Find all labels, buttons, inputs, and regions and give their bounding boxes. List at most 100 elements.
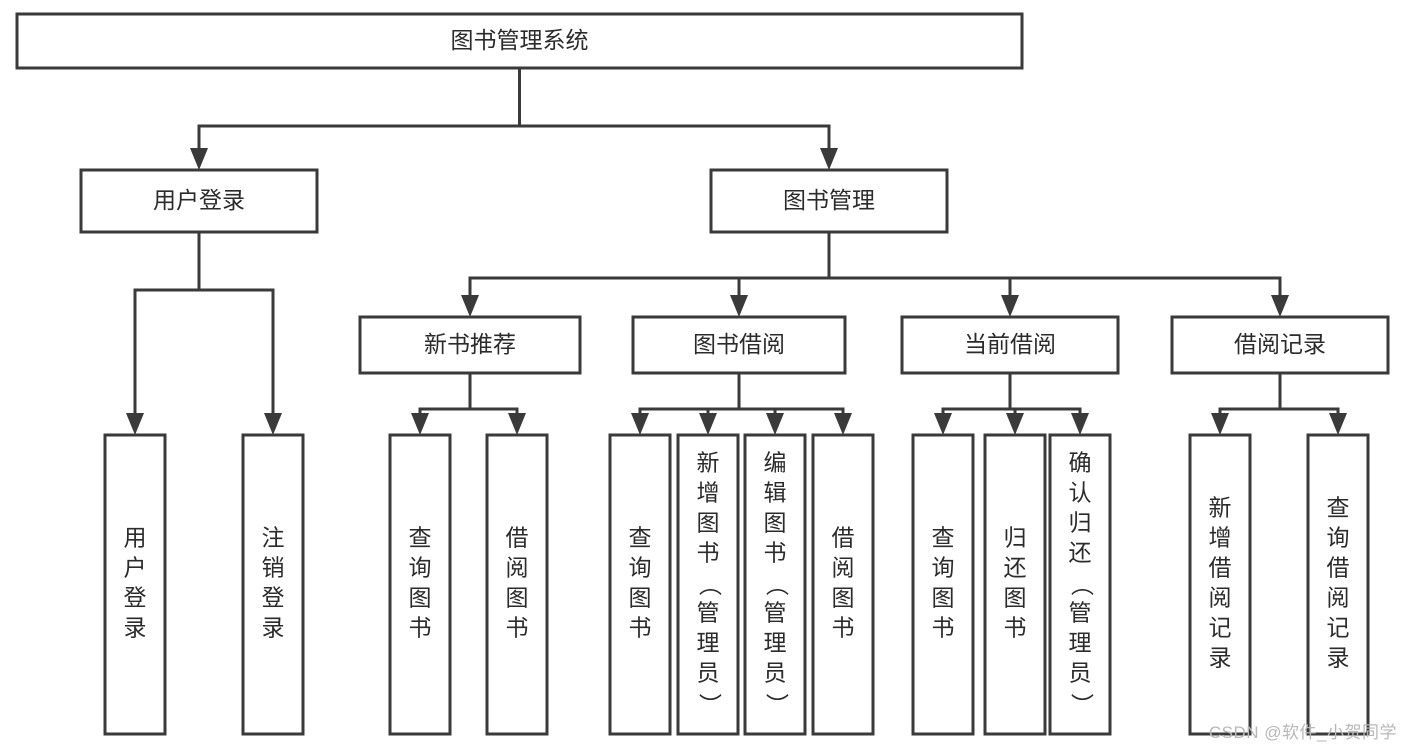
label-char: 查 <box>1327 495 1350 521</box>
node-box-leaf[interactable] <box>811 433 875 736</box>
node-box-leaf[interactable] <box>608 433 672 736</box>
arrow-head <box>1071 413 1089 435</box>
node-box-leaf[interactable] <box>241 433 305 736</box>
label-char: 编 <box>764 450 787 476</box>
label-char: 图 <box>409 585 432 611</box>
label-char: 图 <box>506 585 529 611</box>
label-char: 阅 <box>1209 585 1232 611</box>
label-char: 借 <box>1327 555 1350 581</box>
node-label-root: 图书管理系统 <box>451 27 589 53</box>
label-char: 记 <box>1209 615 1232 641</box>
arrow-head <box>411 413 429 435</box>
labels-layer: 图书管理系统用户登录图书管理新书推荐图书借阅当前借阅借阅记录用户登录注销登录查询… <box>124 27 1350 716</box>
label-char: 书 <box>697 540 720 566</box>
node-box-leaf[interactable] <box>983 433 1047 736</box>
label-char: 书 <box>629 615 652 641</box>
arrow-head <box>730 295 748 317</box>
node-box-level2[interactable] <box>1170 315 1390 375</box>
label-char: 书 <box>832 615 855 641</box>
label-char: 录 <box>1327 645 1350 671</box>
label-char: 图 <box>697 510 720 536</box>
label-char: 管 <box>764 600 787 626</box>
label-char: 图 <box>629 585 652 611</box>
label-char: 理 <box>697 630 720 656</box>
node-box-leaf[interactable] <box>1306 433 1370 736</box>
label-char: 销 <box>262 555 285 581</box>
label-char: 查 <box>932 525 955 551</box>
node-box-level1[interactable] <box>709 168 949 234</box>
node-box-leaf[interactable] <box>911 433 975 736</box>
label-char: 员 <box>697 660 720 686</box>
label-char: 确 <box>1069 450 1092 476</box>
label-char: 书 <box>932 615 955 641</box>
label-char: 录 <box>124 615 147 641</box>
node-label-leaf: 用户登录 <box>124 525 147 641</box>
label-char: 认 <box>1069 480 1092 506</box>
node-label-level2: 当前借阅 <box>964 331 1056 357</box>
arrow-head <box>508 413 526 435</box>
node-box-leaf[interactable] <box>676 433 740 736</box>
label-char: 理 <box>1069 630 1092 656</box>
label-char: 管 <box>1069 600 1092 626</box>
arrow-head <box>126 413 144 435</box>
label-char: 员 <box>1069 660 1092 686</box>
label-char: 新 <box>697 450 720 476</box>
label-char: 增 <box>1209 525 1232 551</box>
node-box-level1[interactable] <box>79 168 319 234</box>
label-char: 书 <box>764 540 787 566</box>
label-char: ） <box>1069 693 1095 716</box>
node-box-leaf[interactable] <box>1048 433 1112 736</box>
label-char: 图 <box>932 585 955 611</box>
label-char: 询 <box>1327 525 1350 551</box>
label-char: 阅 <box>506 555 529 581</box>
boxes-layer <box>15 12 1390 736</box>
arrow-head <box>1001 295 1019 317</box>
csdn-watermark: CSDN @软件_小贺同学 <box>1208 723 1397 742</box>
label-char: 阅 <box>1327 585 1350 611</box>
label-char: 员 <box>764 660 787 686</box>
label-char: （ <box>1069 573 1095 596</box>
label-char: 询 <box>932 555 955 581</box>
node-box-leaf[interactable] <box>743 433 807 736</box>
arrow-head <box>934 413 952 435</box>
label-char: ） <box>697 693 723 716</box>
label-char: 记 <box>1327 615 1350 641</box>
node-box-level2[interactable] <box>358 315 582 375</box>
node-box-level2[interactable] <box>631 315 847 375</box>
node-box-leaf[interactable] <box>485 433 549 736</box>
label-char: 借 <box>832 525 855 551</box>
node-label-level1: 用户登录 <box>153 187 245 213</box>
label-char: 归 <box>1069 510 1092 536</box>
node-box-level2[interactable] <box>900 315 1120 375</box>
label-char: 登 <box>262 585 285 611</box>
arrow-head <box>1211 413 1229 435</box>
label-char: 归 <box>1004 525 1027 551</box>
node-box-leaf[interactable] <box>1188 433 1252 736</box>
label-char: 图 <box>832 585 855 611</box>
label-char: 书 <box>506 615 529 641</box>
arrow-head <box>461 295 479 317</box>
label-char: 书 <box>1004 615 1027 641</box>
label-char: 新 <box>1209 495 1232 521</box>
label-char: 查 <box>629 525 652 551</box>
node-label-level2: 借阅记录 <box>1234 331 1326 357</box>
label-char: 注 <box>262 525 285 551</box>
label-char: 管 <box>697 600 720 626</box>
label-char: 还 <box>1004 555 1027 581</box>
label-char: 图 <box>1004 585 1027 611</box>
label-char: 阅 <box>832 555 855 581</box>
label-char: 图 <box>764 510 787 536</box>
node-box-leaf[interactable] <box>388 433 452 736</box>
node-box-leaf[interactable] <box>103 433 167 736</box>
node-box-root[interactable] <box>15 12 1024 70</box>
label-char: 借 <box>506 525 529 551</box>
